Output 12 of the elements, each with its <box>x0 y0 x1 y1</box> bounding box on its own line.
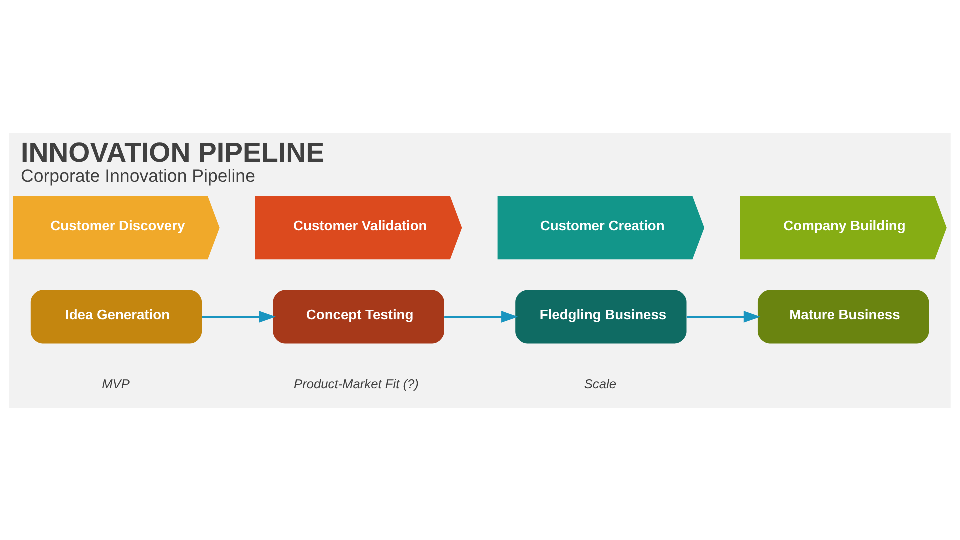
arrow <box>444 310 518 322</box>
node-box: Idea Generation <box>30 290 202 344</box>
arrow <box>202 310 276 322</box>
caption: Corporate Innovation Pipeline <box>21 165 256 186</box>
diagram-title: INNOVATION PIPELINE <box>21 136 325 168</box>
arrow <box>686 310 761 322</box>
node-box: Fledgling Business <box>516 290 687 344</box>
label: Product-Market Fit (?) <box>294 376 419 392</box>
node-box: Concept Testing <box>273 290 444 344</box>
node-box: Mature Business <box>758 290 930 344</box>
label: MVP <box>102 376 130 392</box>
label: Scale <box>584 376 616 392</box>
